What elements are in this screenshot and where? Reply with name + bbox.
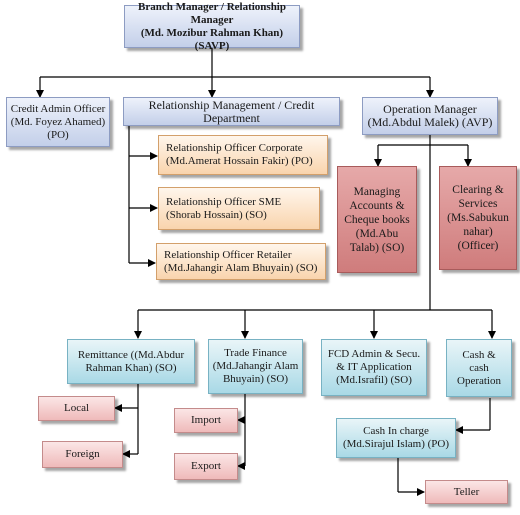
managing-accounts-line-1: Managing bbox=[353, 185, 401, 198]
ro-retailer-line-2: (Md.Jahangir Alam Bhuyain) (SO) bbox=[164, 261, 318, 274]
ro-retailer-line-1: Relationship Officer Retailer bbox=[164, 248, 292, 261]
branch-manager-line-1: Branch Manager / Relationship Manager bbox=[137, 0, 286, 26]
import-label: Import bbox=[191, 414, 221, 426]
managing-accounts-box: Managing Accounts & Cheque books (Md.Abu… bbox=[337, 166, 417, 273]
remittance-line-2: Rahman Khan) (SO) bbox=[85, 361, 177, 374]
cash-in-charge-line-1: Cash In charge bbox=[363, 425, 429, 437]
managing-accounts-line-2: Accounts & bbox=[349, 199, 405, 212]
export-box: Export bbox=[174, 453, 238, 480]
clearing-services-line-3: (Ms.Sabukun bbox=[447, 212, 509, 224]
teller-label: Teller bbox=[453, 485, 480, 498]
operation-manager-line-2: (Md.Abdul Malek) (AVP) bbox=[367, 115, 493, 129]
remittance-line-1: Remittance ((Md.Abdur bbox=[77, 348, 185, 361]
ro-corporate-line-1: Relationship Officer Corporate bbox=[166, 142, 303, 154]
local-box: Local bbox=[38, 396, 115, 421]
export-label: Export bbox=[191, 460, 221, 472]
managing-accounts-line-5: Talab) (SO) bbox=[349, 241, 405, 254]
trade-finance-line-3: Bhuyain) (SO) bbox=[222, 373, 289, 385]
cash-operation-line-2: cash bbox=[469, 361, 489, 374]
cash-operation-box: Cash & cash Operation bbox=[446, 339, 512, 397]
clearing-services-line-2: Services bbox=[458, 198, 498, 210]
credit-admin-line-2: (Md. Foyez Ahamed) bbox=[10, 115, 106, 128]
ro-sme-line-1: Relationship Officer SME bbox=[166, 195, 282, 208]
remittance-box: Remittance ((Md.Abdur Rahman Khan) (SO) bbox=[67, 339, 195, 384]
foreign-box: Foreign bbox=[42, 441, 123, 468]
cash-operation-line-3: Operation bbox=[457, 374, 501, 387]
operation-manager-box: Operation Manager (Md.Abdul Malek) (AVP) bbox=[362, 97, 498, 135]
operation-manager-line-1: Operation Manager bbox=[383, 102, 477, 116]
branch-manager-box: Branch Manager / Relationship Manager (M… bbox=[124, 1, 300, 52]
clearing-services-line-5: (Officer) bbox=[457, 240, 499, 252]
foreign-label: Foreign bbox=[65, 448, 100, 460]
fcd-admin-line-3: (Md.Israfil) (SO) bbox=[336, 374, 412, 386]
ro-corporate-box: Relationship Officer Corporate (Md.Amera… bbox=[158, 135, 328, 175]
fcd-admin-box: FCD Admin & Secu. & IT Application (Md.I… bbox=[321, 339, 427, 396]
relationship-management-box: Relationship Management / Credit Departm… bbox=[123, 97, 340, 126]
local-label: Local bbox=[63, 402, 90, 414]
clearing-services-line-4: nahar) bbox=[463, 226, 493, 238]
trade-finance-box: Trade Finance (Md.Jahangir Alam Bhuyain)… bbox=[208, 339, 303, 394]
clearing-services-line-1: Clearing & bbox=[452, 184, 504, 196]
branch-manager-line-2: (Md. Mozibur Rahman Khan) (SAVP) bbox=[140, 26, 284, 52]
clearing-services-box: Clearing & Services (Ms.Sabukun nahar) (… bbox=[439, 166, 517, 270]
cash-in-charge-box: Cash In charge (Md.Sirajul Islam) (PO) bbox=[336, 418, 456, 458]
managing-accounts-line-4: (Md.Abu bbox=[355, 227, 399, 240]
ro-sme-line-2: (Shorab Hossain) (SO) bbox=[166, 208, 267, 221]
fcd-admin-line-1: FCD Admin & Secu. bbox=[327, 348, 421, 360]
import-box: Import bbox=[174, 408, 238, 433]
managing-accounts-line-3: Cheque books bbox=[344, 213, 410, 226]
cash-in-charge-line-2: (Md.Sirajul Islam) (PO) bbox=[342, 438, 449, 450]
fcd-admin-line-2: & IT Application bbox=[336, 361, 412, 373]
ro-sme-box: Relationship Officer SME (Shorab Hossain… bbox=[158, 187, 320, 230]
ro-retailer-box: Relationship Officer Retailer (Md.Jahang… bbox=[156, 243, 326, 280]
credit-admin-box: Credit Admin Officer (Md. Foyez Ahamed) … bbox=[6, 97, 110, 147]
teller-box: Teller bbox=[425, 480, 508, 504]
trade-finance-line-2: (Md.Jahangir Alam bbox=[212, 360, 299, 372]
credit-admin-line-1: Credit Admin Officer bbox=[10, 102, 106, 115]
trade-finance-line-1: Trade Finance bbox=[224, 347, 287, 359]
cash-operation-line-1: Cash & bbox=[462, 348, 496, 361]
ro-corporate-line-2: (Md.Amerat Hossain Fakir) (PO) bbox=[166, 155, 313, 167]
credit-admin-line-3: (PO) bbox=[47, 128, 69, 141]
relationship-management-line-1: Relationship Management / Credit Departm… bbox=[148, 97, 315, 125]
